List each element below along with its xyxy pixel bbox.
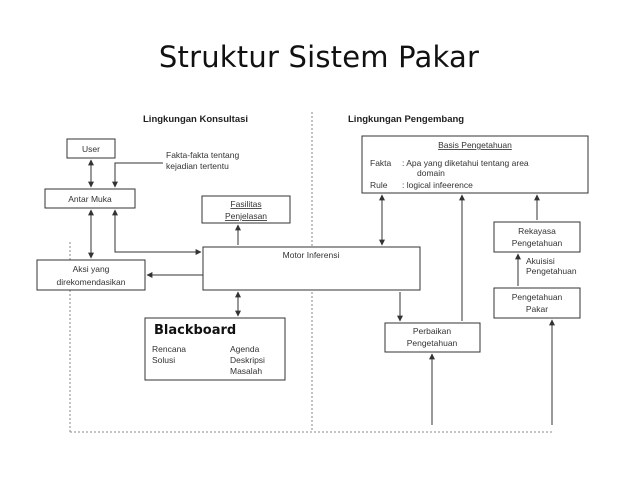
user-label: User: [82, 144, 100, 154]
blackboard-item: Rencana: [152, 344, 186, 354]
knowledge-base-fact-key: Fakta: [370, 158, 392, 168]
expert-knowledge-line2: Pakar: [526, 304, 548, 314]
knowledge-refinement-box: [384, 322, 481, 353]
knowledge-base-title: Basis Pengetahuan: [438, 140, 512, 150]
facts-note-line1: Fakta-fakta tentang: [166, 150, 240, 160]
blackboard-item: Masalah: [230, 366, 262, 376]
knowledge-engineering-line2: Pengetahuan: [512, 238, 563, 248]
inference-engine-box: [202, 246, 421, 291]
user-box: [66, 138, 116, 159]
blackboard-title: Blackboard: [154, 323, 236, 338]
acquisition-note-line1: Akuisisi: [526, 256, 555, 266]
knowledge-refinement-line1: Perbaikan: [413, 326, 452, 336]
blackboard-item: Agenda: [230, 344, 260, 354]
acquisition-note-line2: Pengetahuan: [526, 266, 577, 276]
explanation-label-line2: Penjelasan: [225, 211, 267, 221]
action-box: [36, 259, 146, 291]
knowledge-base-fact-value-line1: : Apa yang diketahui tentang area: [402, 158, 529, 168]
action-label-line1: Aksi yang: [73, 264, 110, 274]
knowledge-engineering-line1: Rekayasa: [518, 226, 556, 236]
knowledge-engineering-box: [493, 221, 581, 253]
blackboard-item: Deskripsi: [230, 355, 265, 365]
connectors: [88, 159, 555, 425]
development-header: Lingkungan Pengembang: [348, 114, 464, 125]
blackboard-item: Solusi: [152, 355, 175, 365]
interface-inference-arrow: [112, 209, 202, 255]
consultation-header: Lingkungan Konsultasi: [143, 114, 248, 125]
knowledge-base-fact-value-line2: domain: [417, 168, 445, 178]
knowledge-base-box: [361, 135, 589, 194]
interface-box: [44, 188, 136, 209]
knowledge-base-rule-key: Rule: [370, 180, 388, 190]
explanation-label-line1: Fasilitas: [230, 199, 261, 209]
interface-label: Antar Muka: [68, 194, 112, 204]
knowledge-base-rule-value: : logical infeerence: [402, 180, 473, 190]
slide-title: Struktur Sistem Pakar: [158, 40, 480, 74]
knowledge-refinement-line2: Pengetahuan: [407, 338, 458, 348]
facts-interface-arrow: [112, 162, 163, 188]
explanation-box: [201, 195, 291, 224]
facts-note-line2: kejadian tertentu: [166, 161, 229, 171]
inference-engine-label: Motor Inferensi: [283, 250, 340, 260]
action-label-line2: direkomendasikan: [57, 277, 126, 287]
expert-knowledge-box: [493, 287, 581, 319]
blackboard-box: [144, 317, 286, 381]
expert-knowledge-line1: Pengetahuan: [512, 292, 563, 302]
